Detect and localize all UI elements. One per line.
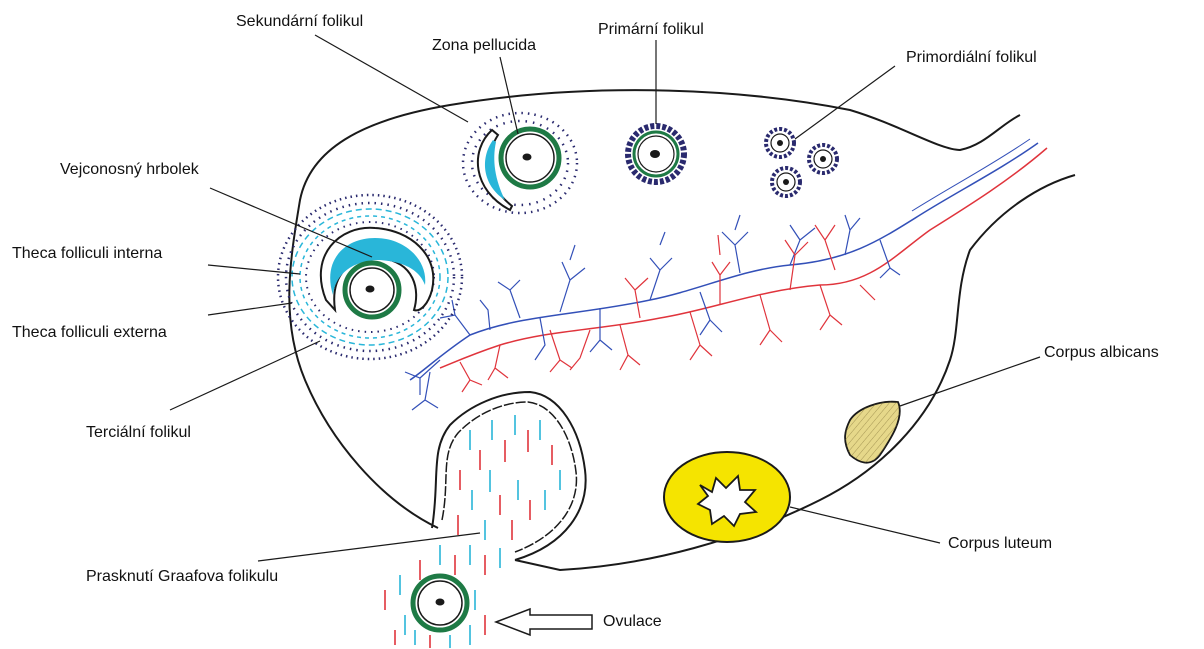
label-primary-follicle: Primární folikul [598,21,704,39]
leader-theca-interna [208,265,300,274]
label-corpus-luteum: Corpus luteum [948,535,1052,553]
label-primordial-follicle: Primordiální folikul [906,49,1037,67]
label-tertiary-follicle: Terciální folikul [86,424,191,442]
vessel-branches-blue [405,215,900,410]
primordial-follicle [809,145,837,173]
label-theca-interna: Theca folliculi interna [12,245,162,263]
corpus-albicans-texture [845,402,900,463]
label-theca-externa: Theca folliculi externa [12,324,167,342]
primordial-follicle [772,168,800,196]
leader-corpus-luteum [790,507,940,543]
follicle-fluid-strokes [385,415,560,648]
leader-lines [170,35,1040,561]
leader-vejconosny [210,188,372,257]
label-cumulus-oophorus: Vejconosný hrbolek [60,161,199,179]
label-ruptured-graafian-follicle: Prasknutí Graafova folikulu [86,568,278,586]
leader-prasknuti [258,533,480,561]
label-secondary-follicle: Sekundární folikul [236,13,363,31]
corpus-luteum [664,452,790,542]
ovulation-arrow [496,609,592,635]
released-oocyte [413,576,467,630]
label-zona-pellucida: Zona pellucida [432,37,536,55]
primordial-follicle [766,129,794,157]
primordial-follicles [766,129,837,196]
secondary-follicle [463,113,577,213]
leader-theca-externa [208,303,292,315]
label-corpus-albicans: Corpus albicans [1044,344,1159,362]
tertiary-follicle [278,195,462,359]
leader-corpus-albicans [900,357,1040,406]
leader-tercialni [170,341,320,410]
label-ovulation: Ovulace [603,613,662,631]
vessel-branches-red [460,225,875,392]
primary-follicle [628,126,684,182]
